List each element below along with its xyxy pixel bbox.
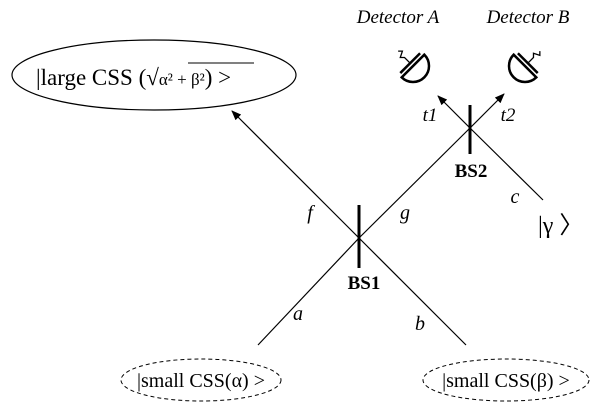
large-css-sqrt-body: α² + β² — [159, 70, 205, 89]
large-css-label: |large CSS (√α² + β²) > — [36, 65, 231, 90]
mode-f-label: f — [307, 202, 315, 224]
small-css-alpha-ellipse — [120, 358, 282, 402]
beam-b — [358, 237, 467, 346]
bs1-label: BS1 — [348, 273, 381, 294]
beam-c — [469, 127, 544, 201]
small-css-alpha-label: |small CSS(α) > — [137, 370, 265, 392]
large-css-ellipse — [11, 39, 297, 111]
beam-a — [257, 237, 360, 346]
detector-a-icon — [398, 50, 431, 84]
beam-g — [358, 127, 471, 239]
small-css-beta-label: |small CSS(β) > — [442, 370, 570, 392]
mode-b-label: b — [415, 313, 425, 335]
beam-t1 — [437, 95, 471, 129]
mode-t1-label: t1 — [423, 105, 438, 126]
beam-t2 — [469, 93, 505, 129]
mode-g-label: g — [400, 202, 410, 224]
small-css-beta-ellipse — [422, 358, 590, 402]
sqrt-sign: √ — [146, 65, 159, 90]
mode-a-label: a — [293, 303, 303, 325]
gamma-label: |γ 〉 — [538, 213, 583, 239]
beam-f — [231, 110, 360, 239]
mode-t2-label: t2 — [501, 105, 516, 126]
detector-b-label: Detector B — [486, 7, 570, 28]
bs2-label: BS2 — [455, 161, 488, 182]
mode-c-label: c — [511, 186, 520, 208]
detector-b-icon — [507, 51, 541, 84]
detector-a-label: Detector A — [356, 7, 440, 28]
